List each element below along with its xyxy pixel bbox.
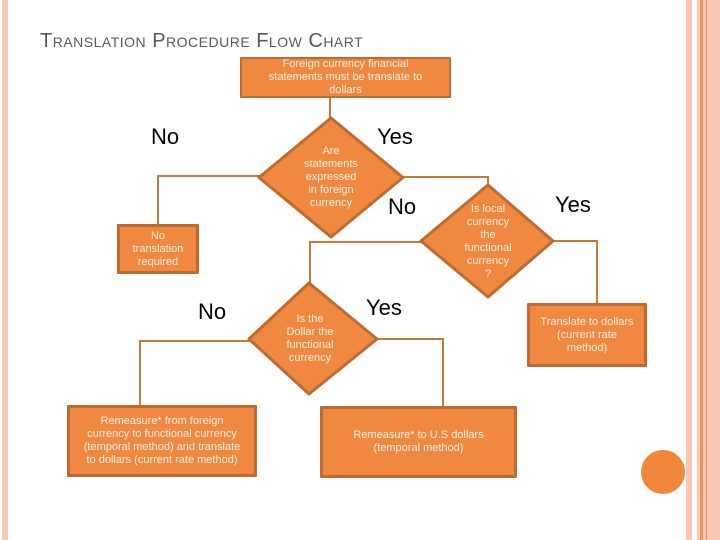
translate-to-dollars-box: Translate to dollars (current rate metho…: [527, 303, 647, 367]
no-translation-required-box: No translation required: [117, 224, 199, 274]
remeasure-and-translate-box: Remeasure* from foreign currency to func…: [67, 405, 257, 477]
connector-decision1-no: [157, 175, 260, 226]
right-stripe-accent-line-1: [700, 0, 703, 540]
page-title: Translation Procedure Flow Chart: [40, 30, 364, 52]
decision1-diamond: [257, 116, 405, 239]
remeasure-to-us-dollars-box: Remeasure* to U.S dollars (temporal meth…: [320, 406, 517, 478]
connector-decision3-yes: [377, 338, 444, 407]
right-border-stripe-outer: [686, 0, 692, 540]
right-border-stripe-inner: [697, 0, 720, 540]
connector-decision1-yes: [403, 176, 489, 186]
connector-decision3-no: [139, 340, 250, 407]
decision1-yes-label: Yes: [377, 124, 413, 149]
decision3-no-label: No: [198, 299, 227, 324]
theme-circle-decoration: [641, 450, 685, 494]
right-stripe-accent-line-2: [705, 0, 707, 540]
decision2-yes-label: Yes: [555, 192, 591, 217]
decision3-yes-label: Yes: [366, 295, 402, 320]
decision3-diamond: [247, 281, 379, 396]
left-border-stripe: [2, 0, 8, 540]
start-box: Foreign currency financial statements mu…: [240, 57, 451, 98]
decision2-diamond: [419, 183, 555, 299]
decision2-no-label: No: [388, 194, 417, 219]
decision1-no-label: No: [151, 124, 180, 149]
connector-decision2-no: [309, 241, 421, 284]
connector-decision2-yes: [552, 240, 598, 304]
